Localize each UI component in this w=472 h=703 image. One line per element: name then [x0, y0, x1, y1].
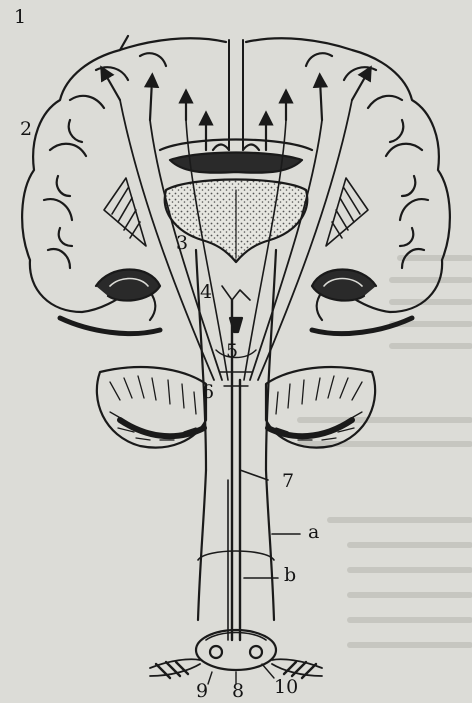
- label-3: 3: [176, 234, 188, 253]
- label-1: 1: [14, 8, 26, 27]
- label-9: 9: [196, 682, 208, 701]
- label-10: 10: [274, 678, 298, 697]
- label-2: 2: [20, 120, 32, 139]
- label-7: 7: [282, 472, 294, 491]
- spinal-cord-section: [196, 630, 276, 670]
- right-lentiform-nucleus: [326, 178, 368, 246]
- pointer-10: [262, 664, 274, 678]
- pointer-7: [240, 470, 268, 480]
- label-b: b: [284, 566, 296, 585]
- left-lentiform-nucleus: [104, 178, 146, 246]
- label-8: 8: [232, 682, 244, 701]
- pointer-9: [208, 672, 212, 684]
- label-a: a: [308, 523, 319, 542]
- right-temporal-curl: [312, 270, 376, 301]
- label-5: 5: [226, 342, 238, 361]
- label-4: 4: [200, 283, 212, 302]
- longitudinal-fissure: [229, 40, 243, 150]
- label-6: 6: [202, 383, 214, 402]
- medulla-outline: [198, 470, 274, 620]
- left-temporal-curl: [96, 270, 160, 301]
